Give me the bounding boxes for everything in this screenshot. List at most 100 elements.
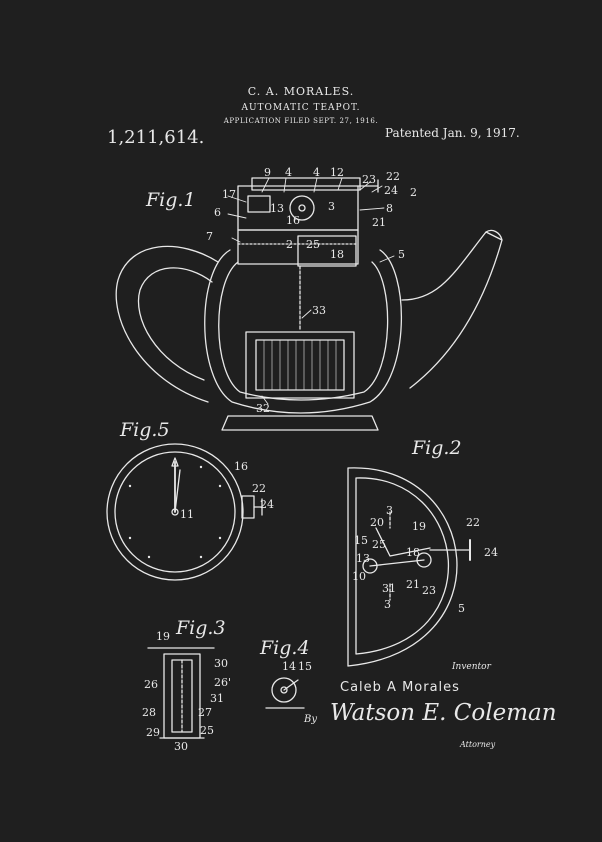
fig2-label-24: 24 [484,546,498,559]
teapot-handle [115,245,219,403]
clock-hour-mark [218,536,222,540]
fig3-label-27: 27 [198,706,212,719]
label-32: 32 [256,402,270,415]
teapot-body [204,249,402,414]
fig2-arm [375,527,431,557]
clock-hour-mark [199,555,203,559]
label-25: 25 [306,238,320,251]
lid-gear-hub [298,204,306,212]
fig2-outer-shell [347,467,458,667]
fig2-label-25: 25 [372,538,386,551]
label-2b: 2 [286,238,293,251]
clock-hand-minute [174,469,181,513]
label-24: 24 [384,184,398,197]
fig2-label-18: 18 [406,546,420,559]
fig3-title: Fig.3 [175,617,226,639]
fig4-title: Fig.4 [259,637,310,659]
patent-number: 1,211,614. [107,127,205,148]
fig2-gear-right [416,552,432,568]
header-title: AUTOMATIC TEAPOT. [241,103,361,113]
label-9: 9 [264,166,271,179]
part-labels: 9 4 4 12 23 22 24 2 8 17 13 16 3 21 6 7 … [142,166,498,753]
lid-catch [247,195,271,213]
clock-hour-mark [147,555,151,559]
fig1-title: Fig.1 [145,189,196,211]
label-5: 5 [398,248,405,261]
fig3-label-30: 30 [214,657,228,670]
teapot-body-inner [218,261,389,401]
fig2-label-22: 22 [466,516,480,529]
clock-hour-mark [218,484,222,488]
fig3-label-31: 31 [210,692,224,705]
fig2-inner-shell [355,477,450,655]
fig2-label-3a: 3 [386,504,393,517]
clock-inner [114,451,236,573]
fig4-hub [280,686,288,694]
label-4b: 4 [313,166,320,179]
label-16: 16 [286,214,300,227]
tea-box-hatch [263,339,337,391]
fig3-label-19: 19 [156,630,170,643]
fig4-pawl [283,679,299,691]
inventor-name: Caleb A Morales [340,680,460,695]
inventor-role: Inventor [452,662,491,672]
label-33: 33 [312,304,326,317]
label-22: 22 [386,170,400,183]
attorney-role: Attorney [460,740,496,749]
fig2-label-5: 5 [458,602,465,615]
label-7: 7 [206,230,213,243]
label-13: 13 [270,202,284,215]
fig5-label-11: 11 [180,508,194,521]
label-3: 3 [328,200,335,213]
patented-date: Patented Jan. 9, 1917. [385,126,520,140]
fig4-label-14: 14 [282,660,296,673]
fig2-mechanism [347,467,471,667]
fig5-label-16: 16 [234,460,248,473]
fig2-label-10: 10 [352,570,366,583]
lid-gear [289,195,315,221]
teapot-base [221,415,379,431]
label-17: 17 [222,188,236,201]
clock-hour-mark [128,536,132,540]
fig1-teapot [115,177,503,431]
lid-housing [237,185,359,231]
fig5-clock [106,443,263,581]
fig3-label-26: 26 [144,678,158,691]
label-4a: 4 [285,166,292,179]
label-23: 23 [362,173,376,186]
fig2-label-13: 13 [356,552,370,565]
fig3-section [147,647,215,739]
attorney-signature: Watson E. Coleman [330,700,557,726]
figure-titles: Fig.1 Fig.2 Fig.3 Fig.4 Fig.5 [119,189,462,659]
fig2-label-20: 20 [370,516,384,529]
fig2-label-19: 19 [412,520,426,533]
fig5-title: Fig.5 [119,419,170,441]
fig3-label-30b: 30 [174,740,188,753]
label-8: 8 [386,202,393,215]
fig2-title: Fig.2 [411,437,462,459]
clock-stem [241,495,255,519]
fig5-label-24: 24 [260,498,274,511]
fig2-label-3b: 3 [384,598,391,611]
fig2-label-15: 15 [354,534,368,547]
fig3-label-29: 29 [146,726,160,739]
label-18: 18 [330,248,344,261]
lid-housing-top [251,177,361,191]
fig2-label-21: 21 [406,578,420,591]
fig2-gear-left [362,558,378,574]
clock-center [171,508,179,516]
fig1-leaders [227,177,395,405]
label-2a: 2 [410,186,417,199]
clock-hour-mark [128,484,132,488]
slide-block [297,235,357,267]
tea-box [245,331,355,399]
fig3-label-25: 25 [200,724,214,737]
label-12: 12 [330,166,344,179]
teapot-spout-tip [485,229,503,241]
label-21: 21 [372,216,386,229]
fig2-label-31: 31 [382,582,396,595]
tea-box-inner [255,339,345,391]
fig4-disc [271,677,297,703]
fig5-label-22: 22 [252,482,266,495]
